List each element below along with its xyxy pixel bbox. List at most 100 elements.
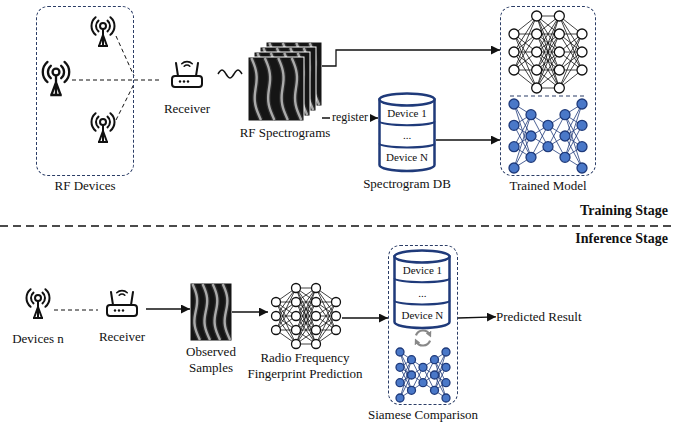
network-link xyxy=(537,34,560,88)
node-caption: RF Spectrograms xyxy=(240,125,331,141)
device-icon: Devices n xyxy=(22,292,54,328)
node-text: ... xyxy=(403,129,411,142)
spectrogram-trace xyxy=(223,284,230,340)
router-led xyxy=(179,80,181,82)
signal-arc xyxy=(26,289,30,307)
network-neuron xyxy=(509,163,519,173)
spectrogram-trace xyxy=(251,58,261,120)
node-caption: Observed Samples xyxy=(180,344,242,375)
router-body xyxy=(107,305,137,316)
signal-arc xyxy=(96,117,99,128)
network-neuron xyxy=(526,152,536,162)
router-led xyxy=(183,80,185,82)
cylinder-body xyxy=(380,100,435,172)
network-neuron xyxy=(526,110,536,120)
node-text: ... xyxy=(418,287,426,300)
result-text: Predicted Result xyxy=(496,309,582,325)
signal-link xyxy=(116,84,134,120)
cylinder-band xyxy=(380,121,435,125)
network-neuron xyxy=(560,152,570,162)
neural-network xyxy=(396,348,450,402)
antenna-icon xyxy=(43,62,69,95)
network-neuron xyxy=(509,65,519,75)
stage-divider xyxy=(0,225,676,227)
antenna-mast xyxy=(33,301,43,318)
signal-arc xyxy=(117,291,128,293)
network-neuron xyxy=(292,340,301,349)
network-neuron xyxy=(431,371,439,379)
spectrogram-frame xyxy=(248,57,304,121)
signal-link xyxy=(54,310,98,311)
neural-network xyxy=(509,99,587,173)
database: Device 1... Device N xyxy=(393,249,451,330)
node-caption: Trained Model xyxy=(509,178,586,194)
network-neuron xyxy=(332,326,341,335)
node-caption: Devices n xyxy=(12,331,64,347)
network-neuron xyxy=(312,312,321,321)
spectrogram-trace xyxy=(292,58,302,120)
network-neuron xyxy=(509,142,519,152)
comparison-group: Siamese ComparisonDevice 1...Device N xyxy=(388,245,458,405)
node-text: Device 1 xyxy=(403,264,442,277)
wave-symbol xyxy=(218,70,242,78)
network-neuron xyxy=(312,340,321,349)
stage-label: Inference Stage xyxy=(575,231,668,247)
cylinder-band xyxy=(395,301,450,305)
node-caption: Receiver xyxy=(99,329,145,345)
router-led xyxy=(118,309,120,311)
network-neuron xyxy=(442,379,450,387)
spectrogram-trace xyxy=(265,58,275,120)
network-neuron xyxy=(577,47,587,57)
node-caption: Radio Frequency Fingerprint Prediction xyxy=(241,350,369,381)
flow-arrow xyxy=(436,139,500,140)
antenna-mast xyxy=(98,125,108,142)
network-neuron xyxy=(312,298,321,307)
network-neuron xyxy=(532,47,542,57)
network-neuron xyxy=(554,47,564,57)
node-caption: Siamese Comparison xyxy=(368,407,478,423)
flow-arrow xyxy=(342,317,388,318)
network-neuron xyxy=(509,29,519,39)
network-neuron xyxy=(292,298,301,307)
network-neuron xyxy=(554,83,564,93)
router-led xyxy=(187,80,189,82)
router-led xyxy=(122,309,124,311)
signal-arc xyxy=(110,17,114,35)
network-neuron xyxy=(509,99,519,109)
node-text: Device 1 xyxy=(387,107,426,120)
network-link xyxy=(316,302,336,344)
spectrogram-trace xyxy=(213,284,220,340)
network-neuron xyxy=(419,363,427,371)
signal-arc xyxy=(110,113,114,131)
router-antenna xyxy=(111,292,133,305)
spectrogram-trace xyxy=(203,284,210,340)
flow-arrow xyxy=(322,50,500,66)
edge-label: register xyxy=(330,111,370,125)
network-neuron xyxy=(509,47,519,57)
network-neuron xyxy=(554,29,564,39)
signal-arc xyxy=(43,62,48,82)
spectrogram-trace xyxy=(223,284,230,340)
cylinder-top xyxy=(395,251,450,263)
network-neuron xyxy=(442,348,450,356)
database: Device 1...Device NSpectrogram DB xyxy=(378,92,436,173)
network-neuron xyxy=(577,29,587,39)
flow-arrow xyxy=(458,317,496,318)
network-neuron xyxy=(292,284,301,293)
network-neuron xyxy=(292,312,301,321)
node-text: Device N xyxy=(401,309,443,322)
router-antenna xyxy=(176,63,198,76)
network-neuron xyxy=(272,312,281,321)
network-neuron xyxy=(442,363,450,371)
spectrogram-trace xyxy=(193,284,200,340)
signal-arc xyxy=(45,289,49,307)
signal-link xyxy=(72,80,134,81)
stage-label: Training Stage xyxy=(580,203,668,219)
receiver-icon: Receiver xyxy=(98,292,146,326)
network-neuron xyxy=(554,11,564,21)
network-neuron xyxy=(543,142,553,152)
network-link xyxy=(276,288,296,330)
neural-network xyxy=(272,284,341,349)
spectrogram-trace xyxy=(203,284,210,340)
network-neuron xyxy=(543,120,553,130)
